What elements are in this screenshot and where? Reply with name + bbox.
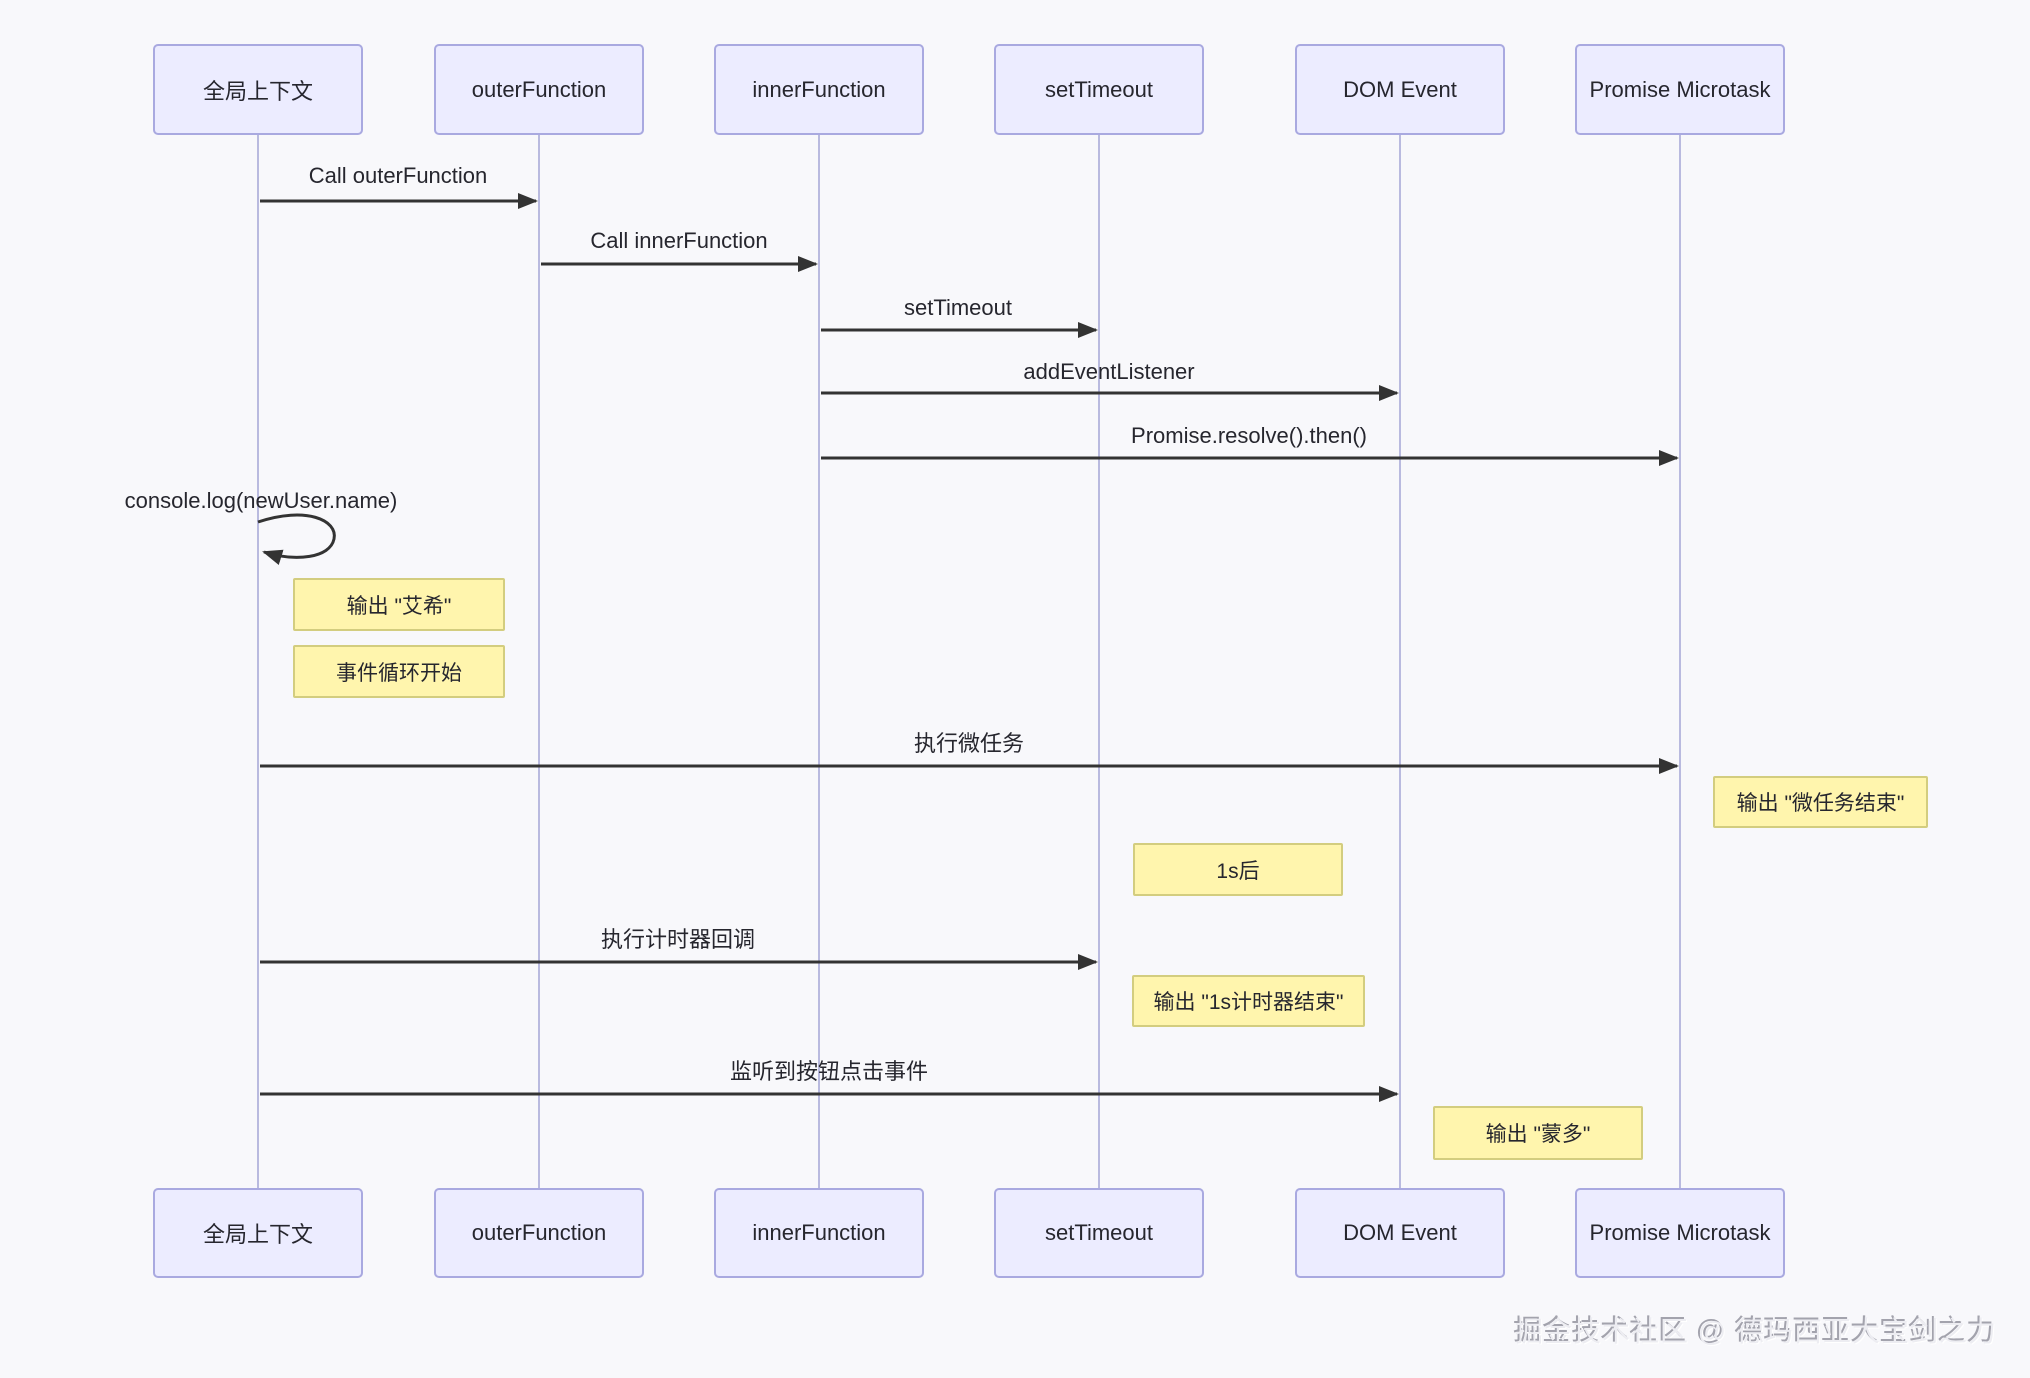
message-label-settimeout: setTimeout	[903, 295, 1013, 320]
participant-top-global-context: 全局上下文	[153, 44, 363, 135]
note-output-mundo: 输出 "蒙多"	[1433, 1106, 1643, 1160]
participant-label: innerFunction	[752, 1220, 886, 1245]
lifeline-global-context	[257, 135, 259, 1188]
participant-label: Promise Microtask	[1589, 76, 1771, 102]
participant-label: 全局上下文	[202, 78, 313, 104]
participant-bottom-outer-function: outerFunction	[434, 1188, 644, 1278]
participant-top-inner-function: innerFunction	[714, 44, 924, 135]
note-1s-timer-end: 输出 "1s计时器结束"	[1132, 975, 1365, 1027]
participant-top-outer-function: outerFunction	[434, 44, 644, 135]
message-label-button-click-event: 监听到按钮点击事件	[729, 1059, 929, 1084]
participant-label: setTimeout	[1044, 1220, 1153, 1245]
participant-label: setTimeout	[1044, 76, 1153, 102]
message-label-call-innerfunction: Call innerFunction	[590, 228, 768, 253]
participant-bottom-promise-microtask: Promise Microtask	[1575, 1188, 1785, 1278]
watermark: 掘金技术社区 @ 德玛西亚大宝剑之力	[1515, 1316, 1997, 1347]
lifeline-outer-function	[538, 135, 540, 1188]
message-label-call-outerfunction: Call outerFunction	[308, 163, 488, 188]
participant-top-set-timeout: setTimeout	[994, 44, 1204, 135]
note-output-ashe: 输出 "艾希"	[293, 578, 505, 631]
participant-top-promise-microtask: Promise Microtask	[1575, 44, 1785, 135]
message-label-run-timer-callback: 执行计时器回调	[600, 927, 756, 952]
participant-label: innerFunction	[752, 76, 886, 102]
participant-label: outerFunction	[471, 76, 607, 102]
message-label-promise-resolve-then: Promise.resolve().then()	[1131, 423, 1367, 448]
participant-bottom-inner-function: innerFunction	[714, 1188, 924, 1278]
participant-bottom-set-timeout: setTimeout	[994, 1188, 1204, 1278]
participant-label: 全局上下文	[202, 1222, 313, 1247]
participant-label: outerFunction	[471, 1220, 607, 1245]
participant-label: Promise Microtask	[1589, 1220, 1771, 1245]
note-microtask-end: 输出 "微任务结束"	[1713, 776, 1928, 828]
participant-bottom-global-context: 全局上下文	[153, 1188, 363, 1278]
note-after-1s: 1s后	[1133, 843, 1343, 896]
message-label-console-log: console.log(newUser.name)	[124, 488, 398, 513]
participant-bottom-dom-event: DOM Event	[1295, 1188, 1505, 1278]
participant-label: DOM Event	[1343, 1220, 1457, 1245]
participant-label: DOM Event	[1343, 76, 1457, 102]
lifeline-set-timeout	[1098, 135, 1100, 1188]
lifeline-promise-microtask	[1679, 135, 1681, 1188]
lifeline-inner-function	[818, 135, 820, 1188]
note-event-loop-start: 事件循环开始	[293, 645, 505, 698]
participant-top-dom-event: DOM Event	[1295, 44, 1505, 135]
message-label-addeventlistener: addEventListener	[1023, 359, 1195, 384]
message-label-run-microtask: 执行微任务	[913, 731, 1025, 756]
lifeline-dom-event	[1399, 135, 1401, 1188]
arrow-self-console-log	[257, 513, 336, 565]
